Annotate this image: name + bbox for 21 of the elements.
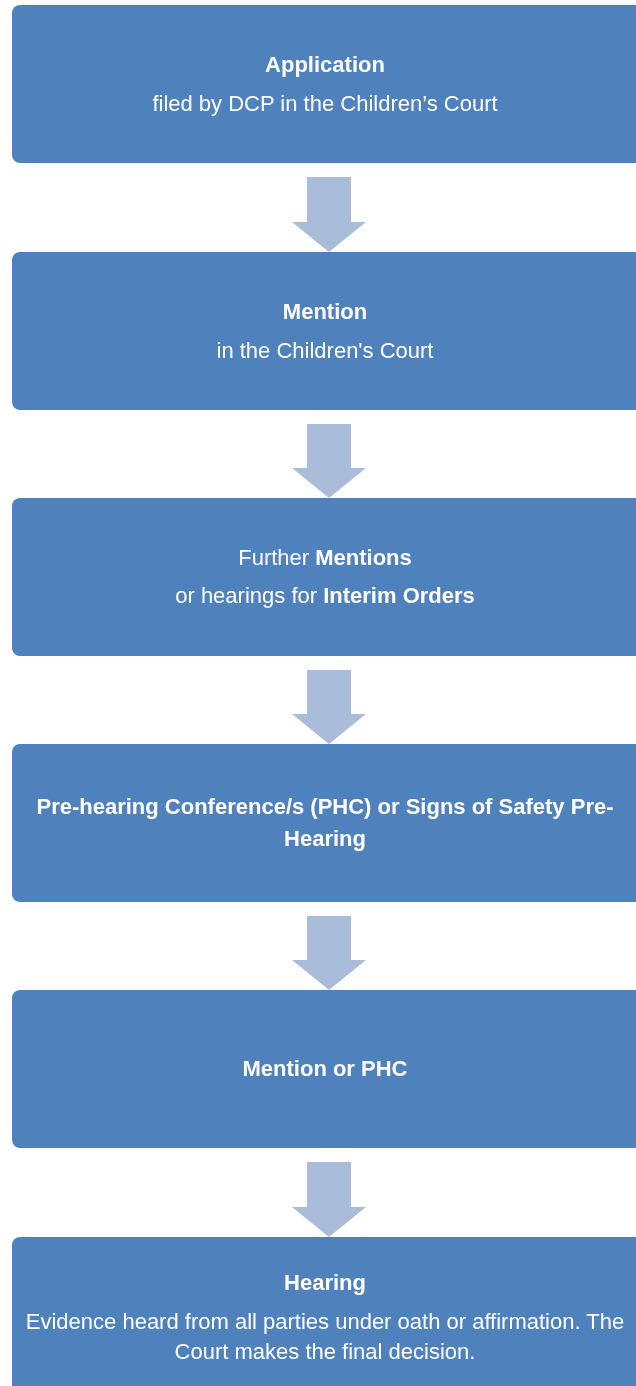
box-heading: Pre-hearing Conference/s (PHC) or Signs of Safety Pre-Hearing bbox=[35, 793, 615, 853]
block-arrow bbox=[292, 670, 366, 744]
process-box bbox=[12, 252, 636, 410]
box-text: filed by DCP in the Children’s Court bbox=[152, 90, 498, 118]
block-arrow bbox=[292, 1162, 366, 1237]
process-box bbox=[12, 744, 636, 902]
process-box bbox=[12, 498, 636, 656]
box-text: Evidence heard from all parties under oath or affirmation. The Court makes the final decision. bbox=[24, 1308, 626, 1366]
process-box bbox=[12, 990, 636, 1148]
box-heading: Mention bbox=[282, 298, 368, 326]
box-text: Further Mentions bbox=[238, 544, 412, 572]
block-arrow bbox=[292, 177, 366, 252]
box-heading: Application bbox=[265, 51, 385, 79]
block-arrow bbox=[292, 424, 366, 498]
process-box bbox=[12, 1237, 636, 1386]
box-heading: Hearing bbox=[284, 1269, 366, 1297]
block-arrow bbox=[292, 916, 366, 990]
box-heading: Mention or PHC bbox=[242, 1055, 408, 1083]
process-box bbox=[12, 5, 636, 163]
box-text: in the Children's Court bbox=[216, 337, 434, 365]
box-text: or hearings for Interim Orders bbox=[175, 582, 475, 610]
